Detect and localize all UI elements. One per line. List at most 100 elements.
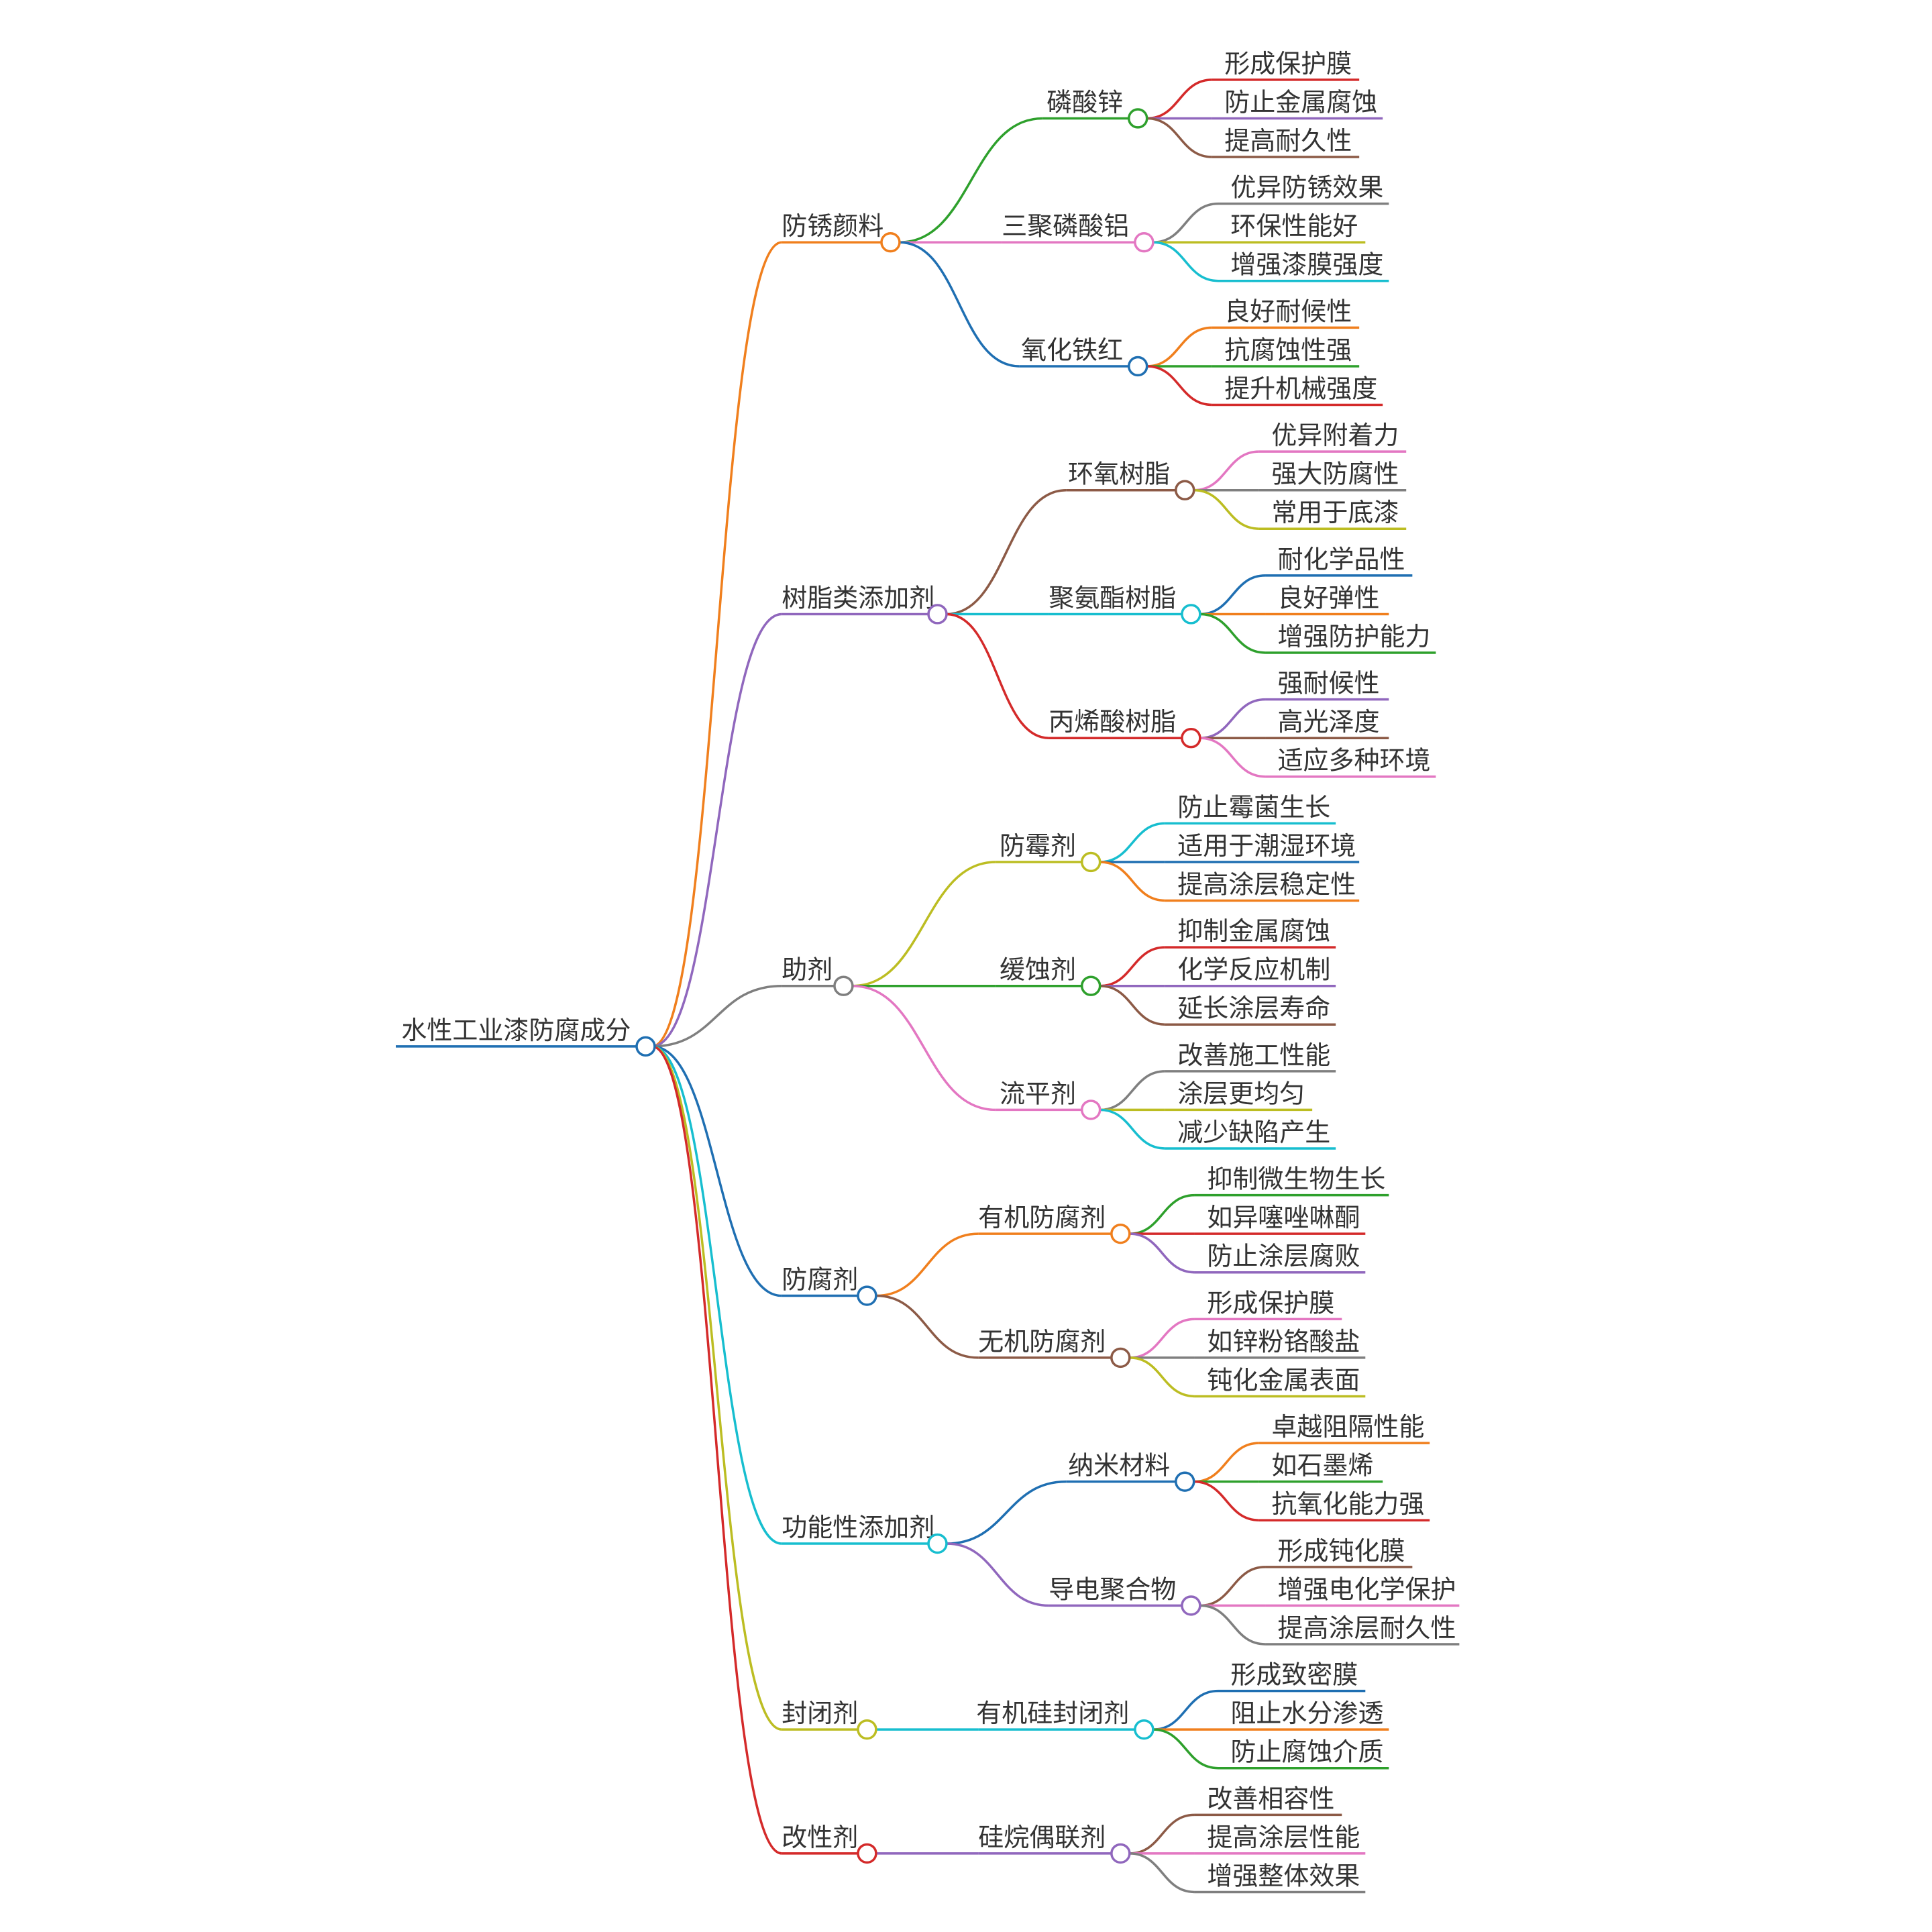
- subbranch-node-circle-0-0[interactable]: [1128, 108, 1148, 129]
- edge-l2-3-1-to-leaf-0: [1129, 1318, 1195, 1359]
- subbranch-node-label-3-0: 有机防腐剂: [978, 1203, 1106, 1232]
- edge-l1-2-to-l2-2: [852, 984, 996, 1112]
- leaf-node-label-1-1-2: 增强防护能力: [1277, 622, 1430, 651]
- subbranch-node-circle-4-0[interactable]: [1175, 1471, 1195, 1492]
- edge-l2-0-0-to-leaf-2: [1146, 117, 1212, 158]
- leaf-node-label-4-0-0: 卓越阻隔性能: [1271, 1412, 1424, 1442]
- leaf-node-label-0-2-2: 提升机械强度: [1224, 374, 1377, 403]
- leaf-node-label-1-2-2: 适应多种环境: [1277, 746, 1430, 775]
- branch-node-circle-3[interactable]: [857, 1285, 877, 1306]
- edge-l2-0-2-to-leaf-0: [1146, 326, 1212, 368]
- branch-node-label-2: 助剂: [782, 955, 833, 985]
- edge-l1-4-to-l2-1: [946, 1542, 1049, 1607]
- leaf-node-label-6-0-0: 改善相容性: [1207, 1784, 1334, 1813]
- edge-l2-1-0-to-leaf-0: [1193, 450, 1259, 492]
- subbranch-node-circle-0-1[interactable]: [1134, 231, 1155, 253]
- subbranch-node-circle-4-1[interactable]: [1181, 1595, 1201, 1616]
- subbranch-node-label-4-1: 导电聚合物: [1049, 1574, 1176, 1604]
- subbranch-node-label-1-1: 聚氨酯树脂: [1049, 583, 1176, 612]
- branch-node-circle-6[interactable]: [857, 1843, 877, 1864]
- leaf-node-label-0-2-0: 良好耐候性: [1224, 297, 1352, 326]
- edge-l2-0-1-to-leaf-2: [1152, 241, 1219, 282]
- subbranch-node-circle-6-0[interactable]: [1110, 1843, 1131, 1864]
- subbranch-node-circle-1-1[interactable]: [1181, 604, 1201, 625]
- subbranch-node-circle-2-1[interactable]: [1080, 975, 1102, 996]
- edge-l2-1-2-to-leaf-2: [1199, 737, 1266, 778]
- edge-l2-6-0-to-leaf-0: [1129, 1813, 1195, 1855]
- subbranch-node-circle-1-0[interactable]: [1175, 480, 1195, 500]
- branch-node-circle-1[interactable]: [927, 604, 948, 625]
- edge-l2-2-1-to-leaf-2: [1099, 984, 1165, 1026]
- subbranch-node-label-6-0: 硅烷偶联剂: [978, 1823, 1106, 1852]
- edge-l2-3-1-to-leaf-2: [1129, 1356, 1195, 1398]
- leaf-node-label-5-0-1: 阻止水分渗透: [1230, 1699, 1383, 1728]
- edge-l2-0-2-to-leaf-2: [1146, 365, 1212, 407]
- branch-node-label-1: 树脂类添加剂: [782, 583, 934, 612]
- edge-l2-2-1-to-leaf-0: [1099, 946, 1165, 987]
- branch-node-circle-2[interactable]: [833, 975, 854, 996]
- edge-root-to-l1-4: [651, 1045, 782, 1545]
- leaf-node-label-2-2-0: 改善施工性能: [1177, 1040, 1330, 1070]
- edge-root-to-l1-3: [651, 1045, 782, 1297]
- leaf-node-label-3-0-0: 抑制微生物生长: [1207, 1165, 1385, 1194]
- edge-root-to-l1-0: [651, 241, 782, 1048]
- edge-l1-1-to-l2-0: [946, 488, 1067, 616]
- subbranch-node-label-2-0: 防霉剂: [1000, 831, 1076, 861]
- leaf-node-label-4-1-1: 增强电化学保护: [1277, 1574, 1456, 1604]
- leaf-node-label-5-0-0: 形成致密膜: [1230, 1660, 1358, 1690]
- subbranch-node-circle-2-0[interactable]: [1080, 851, 1102, 873]
- edge-l2-1-1-to-leaf-2: [1199, 612, 1266, 654]
- leaf-node-label-4-0-1: 如石墨烯: [1271, 1451, 1373, 1481]
- mindmap-edges: [396, 78, 1460, 1894]
- leaf-node-label-1-1-1: 良好弹性: [1277, 583, 1379, 612]
- subbranch-node-label-4-0: 纳米材料: [1068, 1451, 1170, 1481]
- leaf-node-label-6-0-1: 提高涂层性能: [1207, 1823, 1360, 1852]
- edge-l2-1-0-to-leaf-2: [1193, 488, 1259, 530]
- edge-l2-1-1-to-leaf-0: [1199, 574, 1266, 616]
- root-node-circle[interactable]: [635, 1036, 656, 1057]
- edge-root-to-l1-2: [651, 984, 782, 1048]
- mindmap-nodes: 水性工业漆防腐成分防锈颜料磷酸锌形成保护膜防止金属腐蚀提高耐久性三聚磷酸铝优异防…: [401, 49, 1456, 1891]
- subbranch-node-circle-5-0[interactable]: [1134, 1719, 1155, 1740]
- leaf-node-label-1-2-1: 高光泽度: [1277, 707, 1379, 737]
- leaf-node-label-1-0-2: 常用于底漆: [1271, 498, 1399, 527]
- leaf-node-label-3-0-1: 如异噻唑啉酮: [1207, 1203, 1360, 1232]
- leaf-node-label-0-1-2: 增强漆膜强度: [1230, 250, 1383, 280]
- edge-l2-5-0-to-leaf-0: [1152, 1689, 1219, 1731]
- leaf-node-label-2-1-2: 延长涂层寿命: [1177, 994, 1330, 1023]
- leaf-node-label-1-0-1: 强大防腐性: [1271, 460, 1399, 489]
- edge-l2-2-2-to-leaf-2: [1099, 1108, 1165, 1150]
- edge-root-to-l1-6: [651, 1045, 782, 1855]
- branch-node-circle-0[interactable]: [880, 231, 901, 253]
- edge-l2-5-0-to-leaf-2: [1152, 1728, 1219, 1770]
- branch-node-label-6: 改性剂: [782, 1823, 858, 1852]
- branch-node-circle-5[interactable]: [857, 1719, 877, 1740]
- leaf-node-label-3-1-2: 钝化金属表面: [1207, 1365, 1360, 1395]
- leaf-node-label-2-0-2: 提高涂层稳定性: [1177, 869, 1356, 899]
- leaf-node-label-2-0-0: 防止霉菌生长: [1177, 792, 1330, 822]
- branch-node-label-4: 功能性添加剂: [782, 1513, 934, 1542]
- subbranch-node-circle-3-1[interactable]: [1110, 1347, 1131, 1368]
- subbranch-node-label-1-0: 环氧树脂: [1068, 460, 1170, 489]
- edge-l2-1-2-to-leaf-0: [1199, 698, 1266, 739]
- branch-node-label-3: 防腐剂: [782, 1265, 858, 1294]
- leaf-node-label-1-1-0: 耐化学品性: [1277, 545, 1405, 574]
- leaf-node-label-3-1-0: 形成保护膜: [1207, 1288, 1334, 1318]
- subbranch-node-circle-2-2[interactable]: [1080, 1099, 1102, 1120]
- edge-l2-2-2-to-leaf-0: [1099, 1070, 1165, 1112]
- subbranch-node-label-0-0: 磷酸锌: [1046, 87, 1123, 117]
- leaf-node-label-2-2-2: 减少缺陷产生: [1177, 1118, 1330, 1147]
- subbranch-node-circle-3-0[interactable]: [1110, 1223, 1131, 1244]
- leaf-node-label-4-1-2: 提高涂层耐久性: [1277, 1613, 1456, 1643]
- edge-l2-3-0-to-leaf-0: [1129, 1193, 1195, 1235]
- leaf-node-label-0-0-0: 形成保护膜: [1224, 49, 1352, 78]
- subbranch-node-circle-0-2[interactable]: [1128, 356, 1148, 377]
- subbranch-node-circle-1-2[interactable]: [1181, 727, 1201, 749]
- subbranch-node-label-2-1: 缓蚀剂: [1000, 955, 1076, 985]
- subbranch-node-label-1-2: 丙烯酸树脂: [1049, 707, 1176, 737]
- subbranch-node-label-2-2: 流平剂: [1000, 1079, 1076, 1108]
- branch-node-circle-4[interactable]: [927, 1533, 948, 1554]
- leaf-node-label-4-0-2: 抗氧化能力强: [1271, 1489, 1424, 1519]
- edge-l2-3-0-to-leaf-2: [1129, 1232, 1195, 1274]
